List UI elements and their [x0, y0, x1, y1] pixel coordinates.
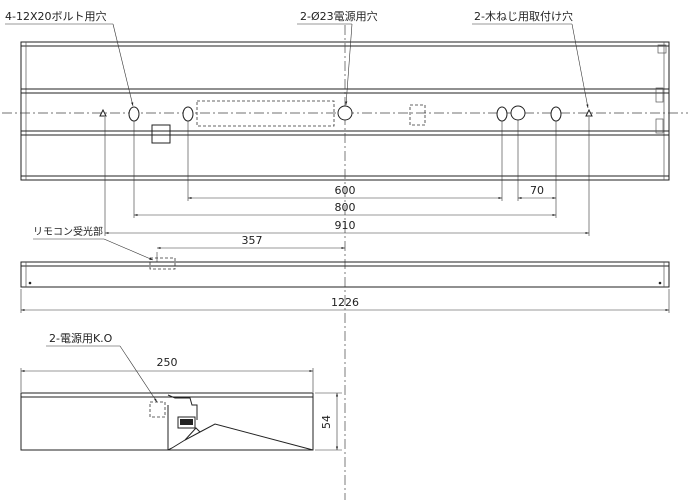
- bolt-hole-slot: [550, 106, 562, 122]
- bolt-hole-slot: [496, 106, 508, 122]
- power-hole: [337, 105, 353, 121]
- label-screw-holes: 2-木ねじ用取付け穴: [474, 9, 573, 23]
- front-view: [20, 261, 670, 288]
- dim-357: 357: [242, 234, 263, 247]
- label-power-holes: 2-Ø23電源用穴: [300, 9, 378, 23]
- dim-70: 70: [530, 184, 544, 197]
- dim-54: 54: [320, 415, 333, 429]
- side-view: [20, 392, 314, 451]
- center-opening: [196, 100, 335, 127]
- screw-hole: [99, 108, 107, 117]
- label-bolt-holes: 4-12X20ボルト用穴: [5, 9, 107, 23]
- dim-250: 250: [157, 356, 178, 369]
- dim-600: 600: [335, 184, 356, 197]
- remote-receiver-window: [149, 257, 176, 270]
- label-remote-receiver: リモコン受光部: [33, 225, 103, 238]
- dim-910: 910: [335, 219, 356, 232]
- bolt-hole-slot: [128, 106, 140, 122]
- mounting-bracket: [151, 124, 171, 144]
- remote-receiver-window-top: [409, 104, 426, 126]
- dim-1226: 1226: [331, 296, 359, 309]
- bolt-hole-slot: [182, 106, 194, 122]
- label-power-ko: 2-電源用K.O: [49, 331, 113, 345]
- screw-hole: [585, 108, 593, 117]
- power-hole: [510, 105, 526, 121]
- dim-800: 800: [335, 201, 356, 214]
